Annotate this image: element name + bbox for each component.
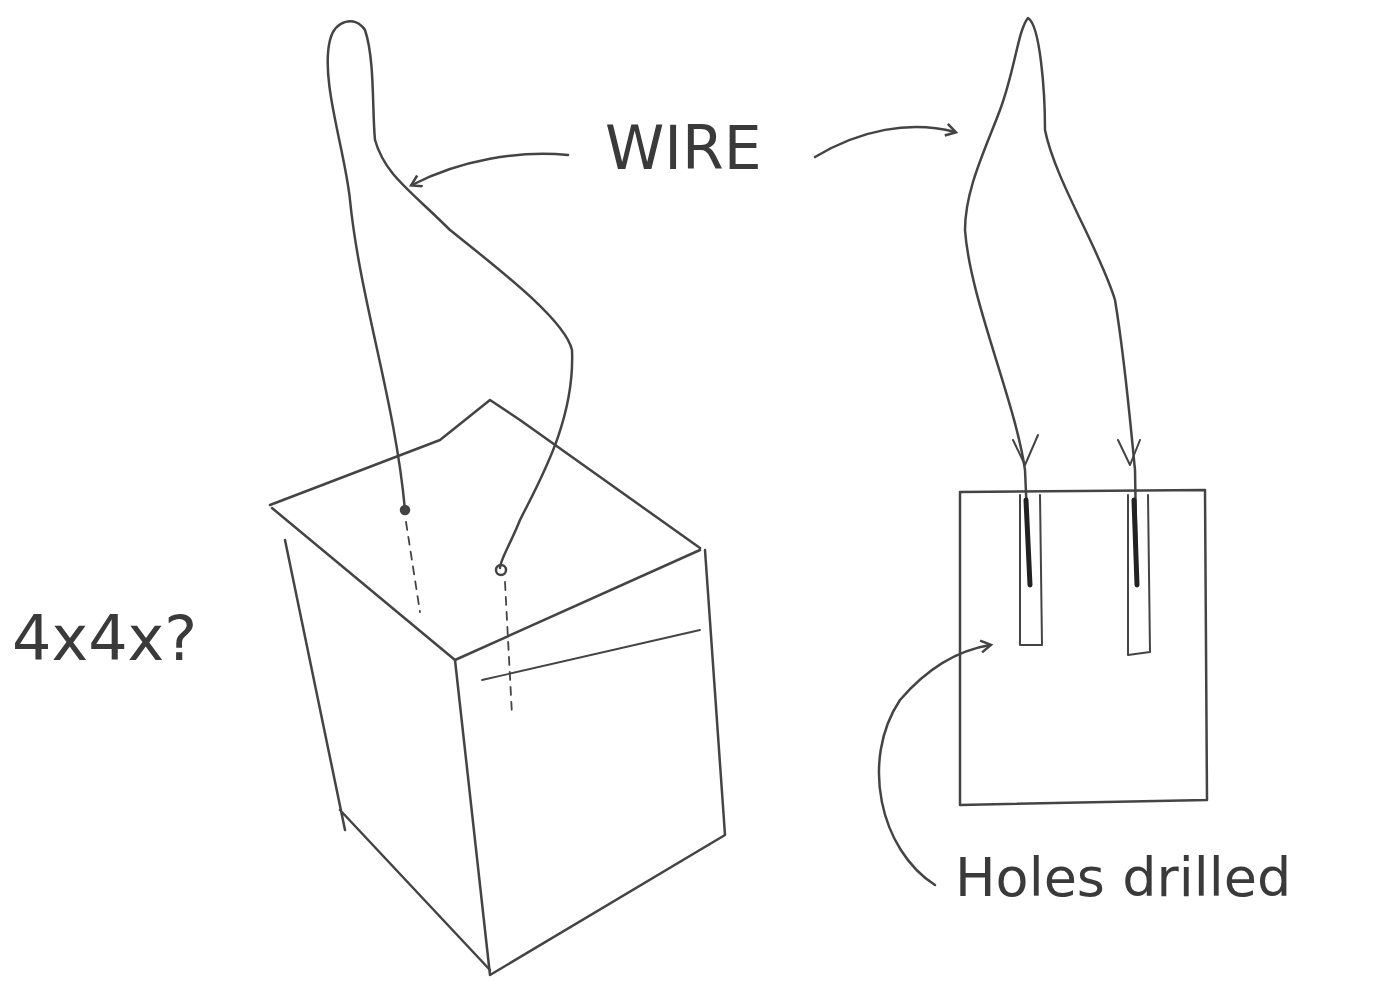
wire-in-hole <box>1026 500 1137 585</box>
block-top-front <box>272 508 700 660</box>
wire-end <box>401 506 409 514</box>
block-right-face <box>455 550 725 975</box>
leader-arrow <box>815 127 955 157</box>
sketch-label: Holes drilled <box>955 848 1291 907</box>
block-left-face <box>285 540 490 970</box>
hidden-hole <box>406 522 420 612</box>
leader-arrow <box>412 154 568 185</box>
block-top-back <box>270 400 700 548</box>
sketch-label: WIRE <box>605 115 762 181</box>
sketch-label: 4x4x? <box>12 605 197 673</box>
wire-end <box>496 565 506 575</box>
block-line <box>482 630 700 680</box>
block-section <box>960 490 1207 805</box>
wire <box>965 18 1137 585</box>
wire-arrow <box>1013 435 1140 465</box>
hidden-hole <box>505 582 512 715</box>
wire <box>328 21 573 568</box>
